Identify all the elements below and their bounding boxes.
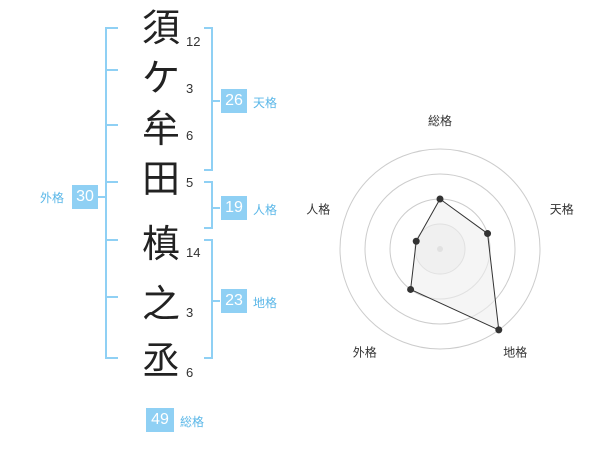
radar-axis-label: 天格 — [550, 201, 574, 216]
name-char-6: 之 — [141, 282, 180, 326]
name-char-1: 須 — [141, 6, 180, 50]
name-char-2: ケ — [141, 56, 180, 100]
jinkaku-bracket — [204, 181, 213, 229]
radar-point — [495, 326, 503, 334]
tenkaku-label: 天格 — [253, 96, 278, 110]
radar-point — [412, 237, 420, 245]
gaikaku-bracket — [105, 27, 118, 359]
radar-series-area — [410, 198, 500, 331]
radar-point — [407, 285, 415, 293]
stroke-count-1: 12 — [186, 34, 201, 49]
stroke-count-6: 3 — [186, 305, 194, 320]
name-char-7: 丞 — [141, 339, 180, 383]
stroke-count-2: 3 — [186, 81, 194, 96]
jinkaku-value: 19 — [221, 196, 247, 220]
soukaku-label: 総格 — [180, 415, 205, 429]
chikaku-bracket — [204, 239, 213, 359]
stroke-count-7: 6 — [186, 365, 194, 380]
stroke-count-5: 14 — [186, 245, 201, 260]
radar-axis-label: 外格 — [353, 345, 377, 360]
chikaku-label: 地格 — [253, 296, 278, 310]
stroke-count-3: 6 — [186, 128, 194, 143]
radar-grid-ring — [364, 173, 516, 325]
name-char-5: 槙 — [141, 222, 180, 266]
chikaku-value: 23 — [221, 289, 247, 313]
gaikaku-label: 外格 — [40, 191, 65, 205]
tenkaku-bracket — [204, 27, 213, 171]
radar-grid-ring — [339, 148, 541, 350]
radar-point — [484, 230, 492, 238]
radar-axis-label: 人格 — [306, 201, 330, 216]
soukaku-value: 49 — [146, 408, 174, 432]
name-char-4: 田 — [141, 157, 180, 201]
radar-axis-label: 地格 — [503, 345, 527, 360]
stroke-count-4: 5 — [186, 175, 194, 190]
tenkaku-value: 26 — [221, 89, 247, 113]
name-char-3: 牟 — [141, 107, 180, 151]
gaikaku-value: 30 — [72, 185, 98, 209]
radar-axis-label: 総格 — [428, 113, 452, 128]
jinkaku-label: 人格 — [253, 203, 278, 217]
radar-point — [436, 195, 444, 203]
